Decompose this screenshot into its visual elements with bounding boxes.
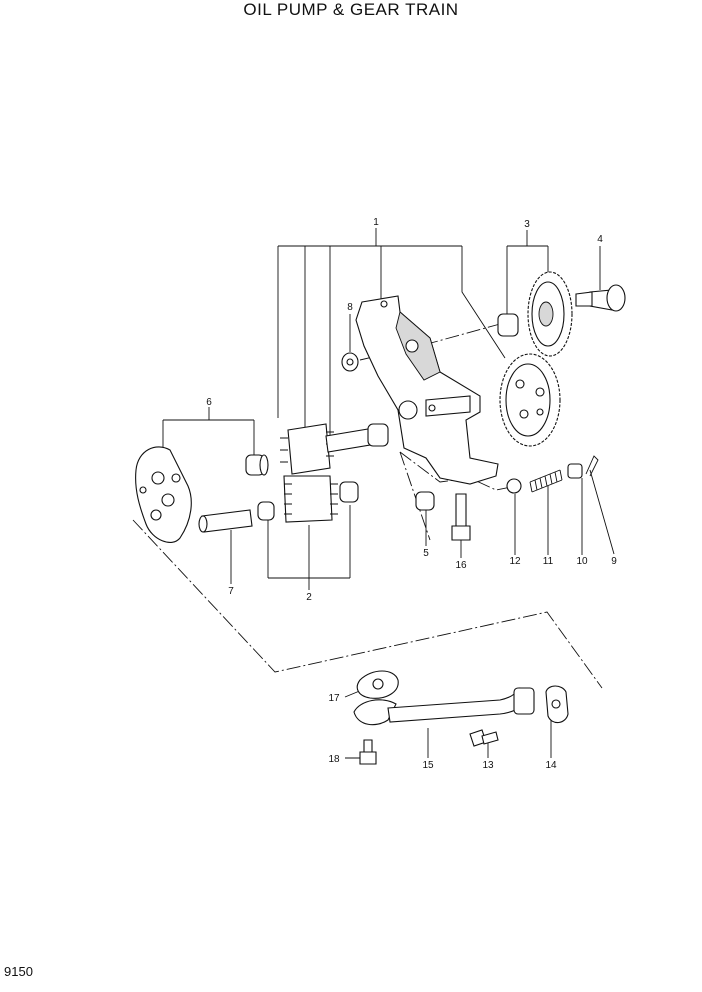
gasket-14	[545, 685, 569, 724]
callout-15: 15	[422, 760, 434, 771]
callout-7: 7	[228, 586, 234, 597]
callout-17: 17	[328, 693, 340, 704]
callout-16: 16	[455, 560, 467, 571]
callout-11: 11	[543, 556, 554, 567]
bushing-6	[245, 454, 269, 476]
callout-12: 12	[509, 556, 521, 567]
bolt-13	[469, 729, 499, 747]
callout-4: 4	[597, 234, 603, 245]
callout-18: 18	[328, 754, 340, 765]
callout-6: 6	[206, 397, 212, 408]
leader-lines	[132, 228, 615, 759]
callout-9: 9	[611, 556, 617, 567]
relief-valve-parts	[506, 455, 599, 494]
callout-5: 5	[423, 548, 429, 559]
callout-3: 3	[524, 219, 530, 230]
shaft-7	[198, 509, 253, 533]
drive-gear-1	[280, 423, 389, 475]
callout-labels: 1 2 3 4 5 6 7 8 9 10 11 12 13 14 15 16 1…	[206, 217, 617, 771]
callout-14: 14	[545, 760, 557, 771]
gasket-17	[356, 670, 399, 699]
pump-cover	[135, 446, 192, 543]
bolt-16	[451, 493, 471, 541]
callout-13: 13	[482, 760, 494, 771]
pump-body-1	[355, 295, 499, 485]
nut-8	[341, 352, 359, 372]
callout-2: 2	[306, 592, 312, 603]
page-number: 9150	[4, 964, 33, 979]
callout-1: 1	[373, 217, 379, 228]
callout-10: 10	[576, 556, 588, 567]
idler-shaft-4	[575, 284, 626, 312]
bolt-18	[359, 739, 377, 765]
page-title: OIL PUMP & GEAR TRAIN	[243, 0, 459, 19]
idler-gear-3	[497, 271, 573, 357]
bushing-5	[415, 491, 435, 511]
driven-gear-2	[257, 475, 359, 523]
suction-pipe-15	[353, 687, 535, 726]
callout-8: 8	[347, 302, 353, 313]
pump-gear	[499, 353, 561, 447]
